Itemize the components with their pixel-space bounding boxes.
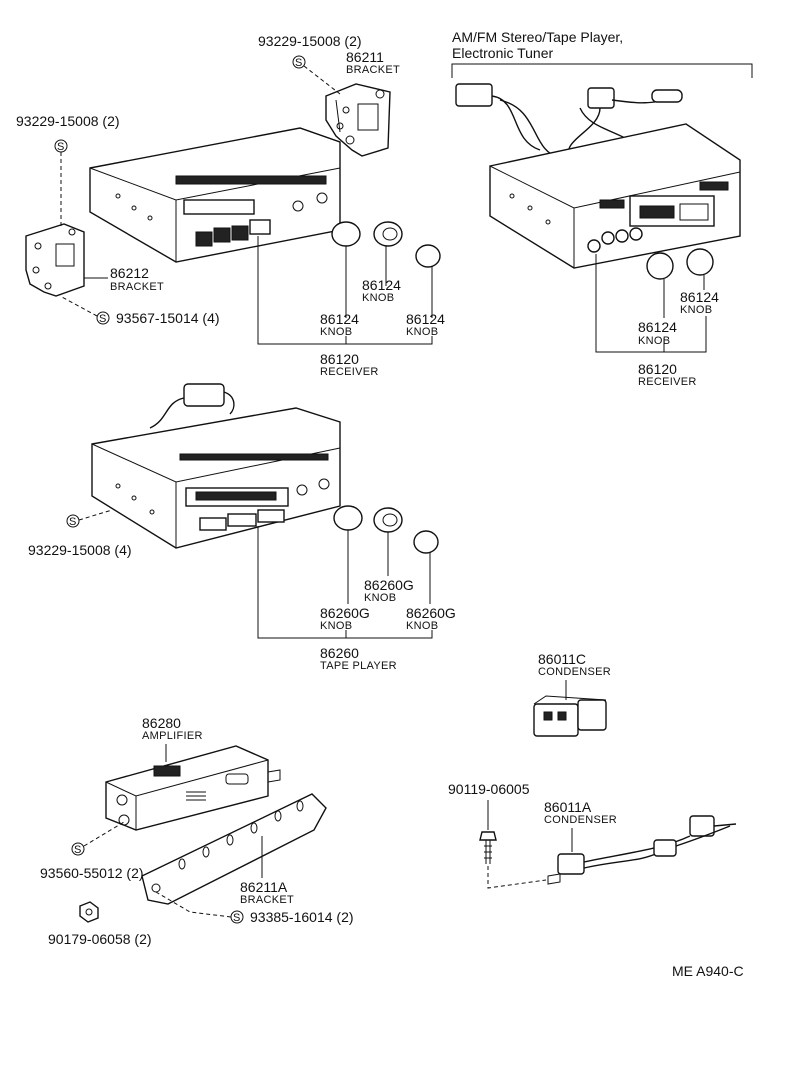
leader-receiver-86120 (257, 236, 433, 345)
label-93229-15008-2-left: 93229-15008 (2) (16, 113, 120, 129)
label-86211a-bracket: BRACKET (240, 894, 294, 906)
knobs-86124-right (646, 248, 714, 280)
label-86120-right-receiver: RECEIVER (638, 376, 697, 388)
condenser-86011a-illustration (547, 815, 737, 885)
label-86120-right: 86120 (638, 361, 677, 377)
screw-93229-left: S (54, 139, 68, 228)
label-86211: 86211 (346, 49, 384, 65)
label-86011c-condenser: CONDENSER (538, 666, 611, 678)
label-86260g-c: 86260G (406, 605, 456, 621)
label-86212-bracket: BRACKET (110, 281, 164, 293)
label-86260g-b-knob: KNOB (364, 592, 396, 604)
s-symbol: S (69, 516, 77, 528)
leader-receiver-86120-right (595, 254, 707, 353)
label-93560-55012-2: 93560-55012 (2) (40, 865, 144, 881)
label-93385-16014-2: 93385-16014 (2) (250, 909, 354, 925)
screw-93567: S (59, 295, 110, 325)
label-86260g-a: 86260G (320, 605, 370, 621)
label-93229-15008-2-top: 93229-15008 (2) (258, 33, 362, 49)
receiver-86120-illustration (89, 127, 341, 263)
label-86011a-condenser: CONDENSER (544, 814, 617, 826)
label-86124-b-knob: KNOB (362, 292, 394, 304)
label-86011c: 86011C (538, 651, 586, 667)
label-86260g-a-knob: KNOB (320, 620, 352, 632)
label-90119-06005: 90119-06005 (448, 781, 530, 797)
label-90179-06058-2: 90179-06058 (2) (48, 931, 152, 947)
label-86211a: 86211A (240, 879, 288, 895)
section-title: AM/FM Stereo/Tape Player, Electronic Tun… (451, 29, 753, 78)
label-86212: 86212 (110, 265, 149, 281)
label-93567-15014-4: 93567-15014 (4) (116, 310, 220, 326)
bracket-86212-illustration (25, 223, 85, 297)
s-symbol: S (99, 313, 107, 325)
leader-tape-player-86260 (257, 526, 433, 639)
screw-93560: S (71, 821, 125, 856)
receiver-86120-right-illustration (455, 83, 741, 269)
label-86280-amplifier: AMPLIFIER (142, 730, 203, 742)
label-86124-d-knob: KNOB (638, 335, 670, 347)
section-title-line-1: AM/FM Stereo/Tape Player, (452, 29, 623, 45)
amplifier-86280-illustration (105, 745, 281, 831)
label-86124-d: 86124 (638, 319, 677, 335)
s-symbol: S (74, 844, 82, 856)
bracket-86211-illustration (325, 83, 391, 157)
s-symbol: S (57, 141, 65, 153)
tape-player-86260-illustration (91, 383, 341, 549)
screw-93229-tape: S (66, 509, 113, 528)
bracket-86211a-illustration (141, 793, 327, 905)
s-symbol: S (295, 57, 303, 69)
screw-93229-top: S (292, 55, 341, 95)
label-86124-e: 86124 (680, 289, 719, 305)
label-86124-c-knob: KNOB (406, 326, 438, 338)
bolt-90119-illustration (479, 831, 497, 864)
footer-code: ME A940-C (672, 963, 744, 979)
s-symbol: S (233, 912, 241, 924)
section-title-line-2: Electronic Tuner (452, 45, 553, 61)
label-86124-e-knob: KNOB (680, 304, 712, 316)
condenser-86011c-illustration (533, 695, 607, 737)
label-86011a: 86011A (544, 799, 592, 815)
label-86124-a-knob: KNOB (320, 326, 352, 338)
label-93229-15008-4: 93229-15008 (4) (28, 542, 132, 558)
label-86124-c: 86124 (406, 311, 445, 327)
label-86260: 86260 (320, 645, 359, 661)
screw-93385: S (155, 891, 244, 924)
label-86260-tape-player: TAPE PLAYER (320, 660, 397, 672)
label-86260g-b: 86260G (364, 577, 414, 593)
label-86120-receiver: RECEIVER (320, 366, 379, 378)
section-bracket-line (451, 63, 753, 78)
knobs-86260g (333, 505, 439, 554)
label-86260g-c-knob: KNOB (406, 620, 438, 632)
label-86280: 86280 (142, 715, 181, 731)
label-86124-b: 86124 (362, 277, 401, 293)
label-86120: 86120 (320, 351, 359, 367)
nut-90179-illustration (79, 901, 99, 923)
label-86124-a: 86124 (320, 311, 359, 327)
label-86211-bracket: BRACKET (346, 64, 400, 76)
